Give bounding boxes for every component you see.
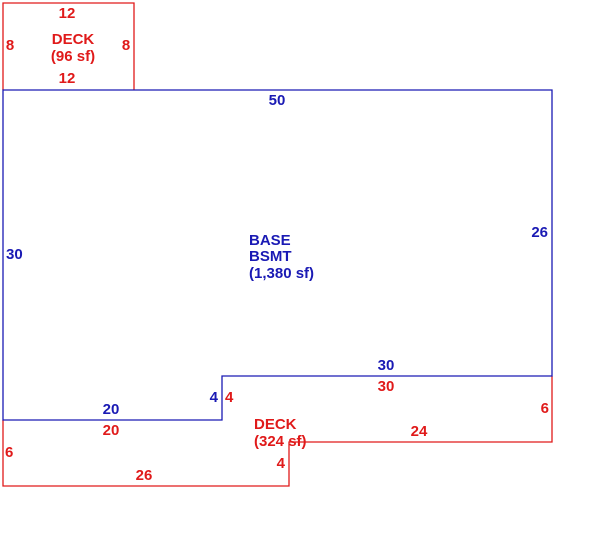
- upper-deck-left-dim: 8: [6, 37, 14, 54]
- lower-deck-bottom-dim: 26: [136, 467, 153, 484]
- base-outline: [2, 89, 553, 421]
- base-left-dim: 30: [6, 246, 23, 263]
- base-bottom-dim: 20: [103, 401, 120, 418]
- upper-deck-name: DECK: [52, 31, 95, 48]
- lower-deck-riser-up-dim: 4: [225, 389, 234, 406]
- lower-deck-riser-down-dim: 4: [277, 455, 286, 472]
- lower-deck-area: (324 sf): [254, 433, 307, 450]
- lower-deck-right-dim: 6: [541, 400, 549, 417]
- lower-deck-outline: [2, 376, 553, 487]
- base-right-dim: 26: [531, 224, 548, 241]
- upper-deck-right-dim: 8: [122, 37, 130, 54]
- lower-deck-name: DECK: [254, 416, 297, 433]
- lower-deck-top-short-dim: 20: [103, 422, 120, 439]
- base-top-dim: 50: [269, 92, 286, 109]
- lower-deck-bottom-right-dim: 24: [411, 423, 428, 440]
- upper-deck-outline: [2, 2, 135, 90]
- base-step-top-dim: 30: [378, 357, 395, 374]
- lower-deck-top-long-dim: 30: [378, 378, 395, 395]
- upper-deck-bottom-dim: 12: [59, 70, 76, 87]
- upper-deck-area: (96 sf): [51, 48, 95, 65]
- lower-deck-left-dim: 6: [5, 444, 13, 461]
- base-name-line1: BASE: [249, 232, 291, 249]
- base-area: (1,380 sf): [249, 265, 314, 282]
- base-step-riser-dim: 4: [210, 389, 219, 406]
- upper-deck-top-dim: 12: [59, 5, 76, 22]
- base-name-line2: BSMT: [249, 248, 292, 265]
